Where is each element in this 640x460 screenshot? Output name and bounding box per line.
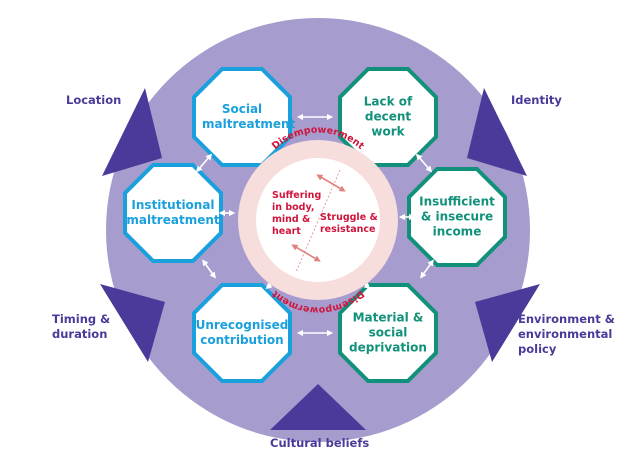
triangle-environment	[475, 284, 540, 362]
struggle-arrow-bottom	[291, 244, 321, 262]
label-environment: Environment & environmental policy	[518, 312, 615, 356]
octagon-institutional	[123, 163, 223, 263]
octagon-income	[407, 167, 507, 267]
node-lack-of-decent-work: Lack of decent work	[363, 94, 413, 139]
triangle-timing	[100, 284, 165, 362]
triangle-location	[102, 88, 162, 176]
label-culture: Cultural beliefs	[270, 436, 370, 450]
triangle-culture	[270, 384, 366, 430]
label-identity: Identity	[511, 93, 562, 107]
node-material-social-deprivation: Material & social deprivation	[349, 310, 427, 355]
connector-arrow	[415, 153, 433, 173]
octagon-deprivation	[338, 283, 438, 383]
label-timing: Timing & duration	[52, 312, 111, 341]
node-unrecognised-contribution: Unrecognised contribution	[195, 318, 289, 347]
connector-arrow	[420, 259, 434, 279]
node-insufficient-income: Insufficient & insecure income	[419, 194, 495, 239]
octagon-unrecognised	[192, 283, 292, 383]
struggle-arrow-top	[316, 174, 346, 192]
node-institutional-maltreatment: Institutional maltreatment	[126, 198, 220, 227]
connector-arrow	[202, 259, 216, 279]
connector-arrow	[195, 153, 213, 173]
core-suffering: Suffering in body, mind & heart	[272, 190, 322, 237]
core-circle	[256, 158, 380, 282]
octagon-social	[192, 67, 292, 167]
node-social-maltreatment: Social maltreatment	[202, 102, 296, 131]
core-struggle: Struggle & resistance	[320, 212, 378, 235]
octagon-work	[338, 67, 438, 167]
label-location: Location	[66, 93, 122, 107]
triangle-identity	[467, 88, 527, 176]
